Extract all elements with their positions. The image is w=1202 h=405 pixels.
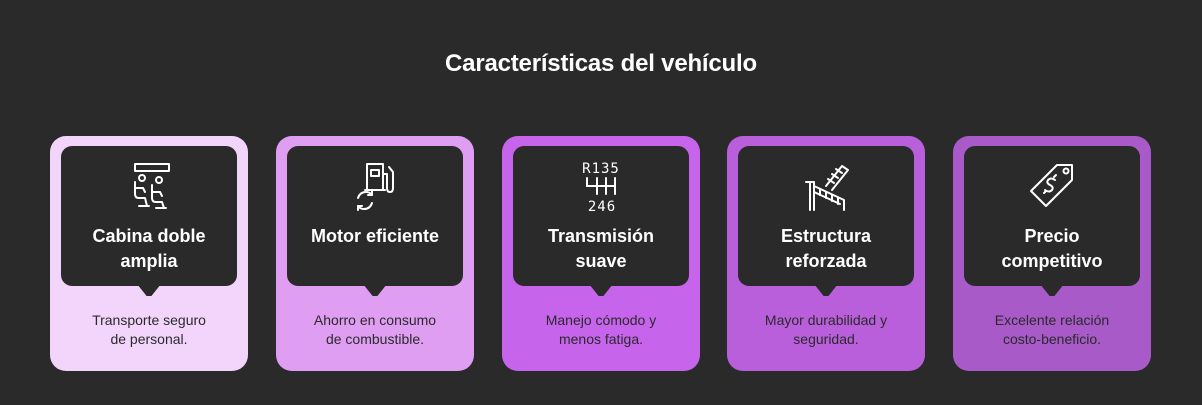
card-description: Excelente relación costo-beneficio. — [994, 312, 1110, 347]
feature-card-transmission: R135 246 Transmisión suave Manejo cómodo… — [502, 136, 700, 371]
page-title: Características del vehículo — [445, 50, 757, 77]
card-title: Estructura reforzada — [780, 226, 872, 271]
card-pointer — [814, 284, 838, 296]
card-title: Cabina doble amplia — [92, 226, 206, 271]
card-pointer — [1040, 284, 1064, 296]
card-header: Motor eficiente — [287, 146, 463, 296]
card-pointer — [589, 284, 613, 296]
card-header: R135 246 Transmisión suave — [513, 146, 689, 296]
card-header: Precio competitivo — [964, 146, 1140, 296]
feature-card-cabin: Cabina doble amplia Transporte seguro de… — [50, 136, 248, 371]
reinforced-frame-icon — [798, 158, 854, 214]
fuel-pump-icon — [347, 158, 403, 214]
card-header: Estructura reforzada — [738, 146, 914, 296]
price-tag-icon — [1024, 158, 1080, 214]
gear-shift-icon: R135 246 — [573, 158, 629, 214]
cabin-seats-icon — [121, 158, 177, 214]
card-title: Transmisión suave — [547, 226, 655, 271]
card-title: Precio competitivo — [1001, 226, 1103, 271]
card-pointer — [137, 284, 161, 296]
card-description: Ahorro en consumo de combustible. — [313, 312, 437, 347]
feature-card-structure: Estructura reforzada Mayor durabilidad y… — [727, 136, 925, 371]
card-title: Motor eficiente — [310, 226, 439, 246]
card-description: Manejo cómodo y menos fatiga. — [545, 312, 657, 347]
card-header: Cabina doble amplia — [61, 146, 237, 296]
gear-bottom-digits: 246 — [588, 199, 616, 214]
gear-top-digits: R135 — [582, 161, 620, 177]
card-description: Transporte seguro de personal. — [92, 312, 206, 347]
card-description: Mayor durabilidad y seguridad. — [764, 312, 888, 347]
feature-card-engine: Motor eficiente Ahorro en consumo de com… — [276, 136, 474, 371]
feature-card-price: Precio competitivo Excelente relación co… — [953, 136, 1151, 371]
card-pointer — [363, 284, 387, 296]
